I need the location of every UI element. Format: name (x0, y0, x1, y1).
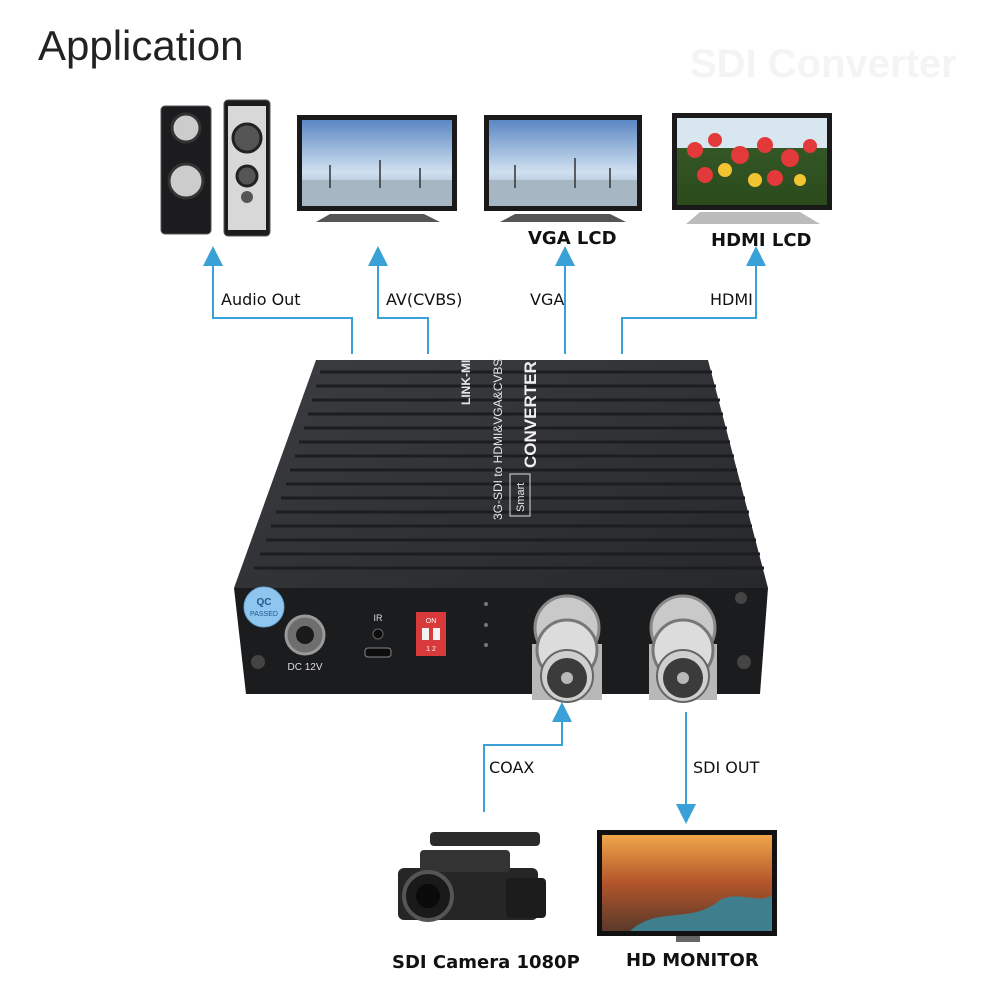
ir-port-label: IR (374, 613, 384, 623)
vga-lcd-icon (484, 115, 642, 222)
hd-monitor-icon (597, 830, 777, 942)
av-tv-icon (297, 115, 457, 222)
hdmi-lcd-title: HDMI LCD (711, 230, 812, 251)
label-vga: VGA (530, 290, 565, 309)
speakers-icon (160, 99, 271, 237)
hdmi-lcd-icon (672, 113, 832, 224)
device-converter-text: CONVERTER (521, 361, 540, 468)
label-av-cvbs: AV(CVBS) (386, 290, 463, 309)
bottom-arrows (483, 702, 696, 824)
vga-lcd-title: VGA LCD (528, 228, 617, 249)
device-brand-text: LINK-MI (459, 360, 473, 405)
label-coax: COAX (489, 758, 535, 777)
device-smart-text: Smart (515, 483, 527, 512)
dip-numbers-label: 1 2 (426, 646, 436, 653)
label-sdi-out: SDI OUT (693, 758, 760, 777)
device-model-text: 3G-SDI to HDMI&VGA&CVBS (491, 359, 505, 520)
label-hdmi: HDMI (710, 290, 753, 309)
output-arrows (203, 246, 766, 354)
sdi-converter-device: 3G-SDI to HDMI&VGA&CVBS LINK-MI Smart CO… (234, 359, 768, 703)
bnc-input-connector (532, 594, 602, 703)
qc-badge-text: QC (257, 597, 272, 608)
label-audio-out: Audio Out (221, 290, 301, 309)
ghost-watermark: SDI Converter (690, 42, 957, 86)
dip-on-label: ON (426, 618, 437, 625)
hd-monitor-title: HD MONITOR (626, 950, 759, 971)
camera-icon (398, 832, 546, 922)
bnc-output-connector (649, 594, 717, 703)
dc-port-label: DC 12V (287, 662, 322, 673)
page-title: Application (38, 22, 244, 69)
camera-title: SDI Camera 1080P (392, 952, 580, 973)
qc-passed-text: PASSED (250, 611, 278, 618)
